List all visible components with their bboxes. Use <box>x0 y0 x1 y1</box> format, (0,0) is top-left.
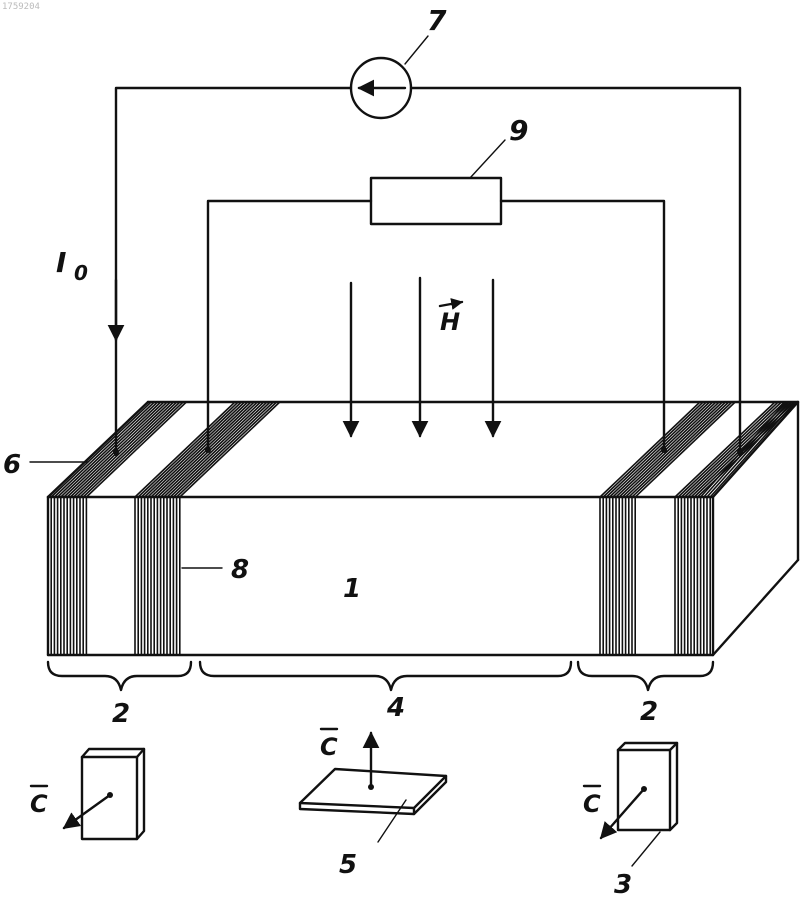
label-end-zone-left: 2 <box>112 699 130 729</box>
meter-box <box>371 178 501 224</box>
label-axis-left: C <box>30 786 48 818</box>
label-field: H <box>440 308 460 336</box>
label-block: 1 <box>343 574 361 604</box>
field-vector-arrow <box>440 302 462 306</box>
corner-mark: 1759204 <box>2 2 40 12</box>
svg-text:C: C <box>320 733 338 761</box>
label-coil: 6 <box>3 450 21 480</box>
sample-left <box>64 749 144 839</box>
label-middle-zone: 4 <box>386 693 405 723</box>
label-crystal-right: 3 <box>614 870 632 900</box>
label-meter: 9 <box>509 114 528 147</box>
svg-text:C: C <box>583 790 601 818</box>
label-current: I 0 <box>56 246 88 285</box>
svg-text:C: C <box>30 790 48 818</box>
zone-braces <box>48 662 713 690</box>
label-pickup-coil: 8 <box>231 555 249 585</box>
label-axis-middle: C <box>320 729 338 761</box>
label-plate: 5 <box>339 850 357 880</box>
svg-text:I: I <box>56 246 66 279</box>
sample-right <box>601 743 677 838</box>
label-end-zone-right: 2 <box>640 697 658 727</box>
svg-text:0: 0 <box>74 261 88 285</box>
label-source: 7 <box>427 4 447 37</box>
label-axis-right: C <box>583 786 601 818</box>
